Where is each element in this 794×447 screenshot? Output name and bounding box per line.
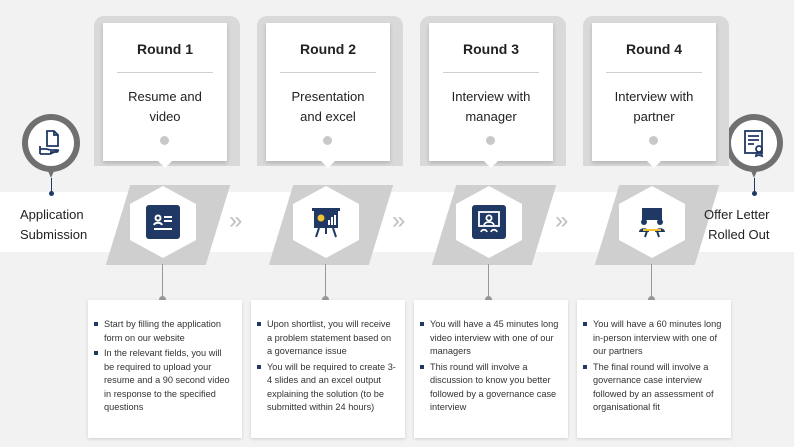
start-pin [22,114,80,178]
round-4-hexagon [619,186,685,258]
chevron-icon: » [229,207,243,234]
round-3-bullet: You will have a 45 minutes long video in… [420,318,560,359]
round-3-dot [486,136,495,145]
round-3-title: Round 3 [463,41,519,57]
presentation-board-icon [312,208,340,238]
round-1-card: Round 1 Resume and video [103,23,227,168]
round-2-bullet: You will be required to create 3-4 slide… [257,361,397,415]
round-4-bullet: You will have a 60 minutes long in-perso… [583,318,723,359]
round-3-card: Round 3 Interview with manager [429,23,553,168]
start-pin-line [51,178,52,192]
round-1-description: Resume and video [128,89,202,124]
round-4-details: You will have a 60 minutes long in-perso… [577,300,731,438]
hand-document-icon [39,130,60,155]
round-4-bullet: The final round will involve a governanc… [583,361,723,415]
chevron-icon: » [555,207,569,234]
round-1-bullet: In the relevant fields, you will be requ… [94,347,234,415]
end-pin-dot [752,191,757,196]
start-label-line1: Application [20,207,84,222]
end-pin [725,114,783,178]
round-3-description: Interview with manager [451,89,531,124]
chevron-icon: » [392,207,406,234]
round-3-hexagon [456,186,522,258]
round-4-card: Round 4 Interview with partner [592,23,716,168]
certificate-icon [744,130,764,158]
start-label-line2: Submission [20,227,88,242]
end-label: Offer Letter Rolled Out [704,205,770,245]
round-1-hexagon [130,186,196,258]
end-label-line1: Offer Letter [704,207,770,222]
round-2-hexagon [293,186,359,258]
round-4-dot [649,136,658,145]
round-4-title: Round 4 [626,41,682,57]
round-3-bullet: This round will involve a discussion to … [420,361,560,415]
meeting-table-icon [639,208,665,238]
end-label-line2: Rolled Out [708,227,770,242]
round-1-title: Round 1 [137,41,193,57]
resume-card-icon [153,214,172,230]
video-call-icon [478,211,500,233]
round-2-dot [323,136,332,145]
round-4-description: Interview with partner [614,89,694,124]
round-2-description: Presentation and excel [291,89,365,124]
round-2-title: Round 2 [300,41,356,57]
round-1-dot [160,136,169,145]
round-3-details: You will have a 45 minutes long video in… [414,300,568,438]
round-2-bullet: Upon shortlist, you will receive a probl… [257,318,397,359]
round-2-details: Upon shortlist, you will receive a probl… [251,300,405,438]
round-1-details: Start by filling the application form on… [88,300,242,438]
start-label: Application Submission [20,205,87,245]
round-1-bullet: Start by filling the application form on… [94,318,234,345]
round-2-card: Round 2 Presentation and excel [266,23,390,168]
end-pin-line [754,178,755,192]
start-pin-dot [49,191,54,196]
